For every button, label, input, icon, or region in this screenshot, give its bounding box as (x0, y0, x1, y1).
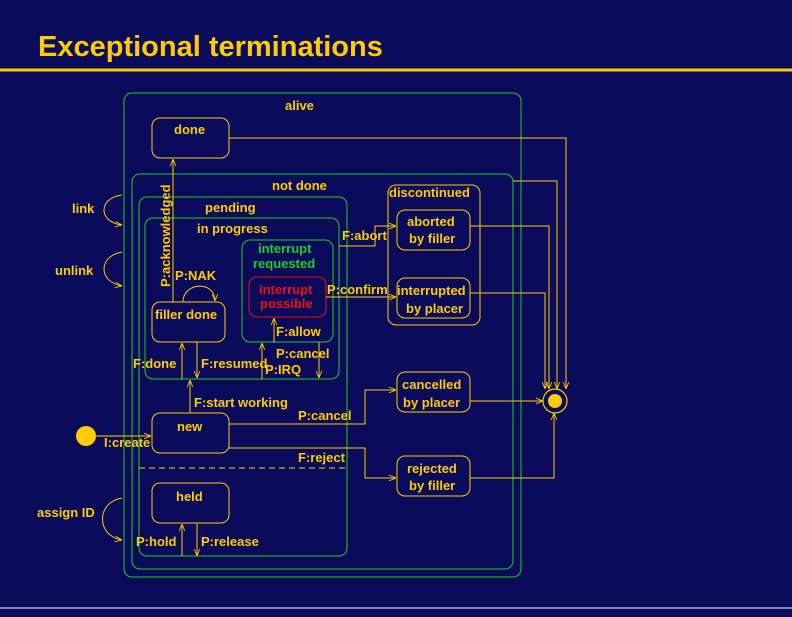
state-interrupted-label-2: by placer (406, 301, 463, 316)
region-not-done-label: not done (272, 178, 327, 193)
region-in-progress (144, 217, 340, 380)
transition-aborted-final[interactable] (470, 225, 549, 389)
state-interrupt-possible-label-2: possible (260, 296, 313, 311)
transition-f-resumed-label: F:resumed (201, 356, 268, 371)
state-filler-done[interactable] (151, 301, 226, 343)
transition-interrupted-final[interactable] (470, 292, 545, 389)
transition-f-done-label: F:done (133, 356, 176, 371)
state-held-label: held (176, 489, 203, 504)
state-cancelled-label-1: cancelled (402, 377, 461, 392)
transition-p-confirm-label: P:confirm (327, 282, 388, 297)
state-cancelled-label-2: by placer (403, 395, 460, 410)
state-aborted-label-2: by filler (409, 231, 455, 246)
region-in-progress-label: in progress (197, 221, 268, 236)
transition-f-abort-label: F:abort (342, 228, 387, 243)
transition-assign-id-label: assign ID (37, 505, 95, 520)
state-rejected-label-1: rejected (407, 461, 457, 476)
transition-f-start-working-label: F:start working (194, 395, 288, 410)
transition-p-cancel-irq-label: P:cancel (276, 346, 329, 361)
transition-link[interactable] (103, 194, 122, 225)
region-not-done (131, 173, 514, 570)
transition-rejected-final[interactable] (470, 413, 554, 479)
transition-p-cancel[interactable] (229, 390, 396, 425)
region-pending-label: pending (205, 200, 256, 215)
transition-f-abort[interactable] (339, 226, 396, 247)
state-rejected-label-2: by filler (409, 478, 455, 493)
region-interrupt-requested-label-2: requested (253, 256, 315, 271)
state-aborted-label-1: aborted (407, 214, 455, 229)
transition-p-irq-label: P:IRQ (265, 362, 301, 377)
transition-p-nak[interactable] (182, 285, 215, 303)
initial-state-dot[interactable] (76, 426, 96, 446)
state-held[interactable] (151, 482, 230, 524)
transition-unlink[interactable] (103, 251, 122, 286)
transition-p-acknowledged-label: P:acknowledged (158, 184, 173, 287)
state-interrupted-label-1: interrupted (397, 283, 466, 298)
transition-link-label: link (72, 201, 95, 216)
state-cancelled-by-placer[interactable] (396, 371, 471, 413)
transition-p-cancel-label: P:cancel (298, 408, 351, 423)
transition-assign-id[interactable] (102, 497, 123, 540)
region-interrupt-requested-label-1: interrupt (258, 241, 312, 256)
state-filler-done-label: filler done (155, 307, 217, 322)
transition-p-nak-label: P:NAK (175, 268, 217, 283)
state-rejected-by-filler[interactable] (396, 455, 471, 497)
page-title: Exceptional terminations (38, 31, 383, 63)
transition-p-release-label: P:release (201, 534, 259, 549)
state-new-label: new (177, 419, 203, 434)
transition-f-reject[interactable] (229, 447, 396, 478)
transition-notdone-final[interactable] (513, 180, 557, 389)
transition-p-hold-label: P:hold (136, 534, 176, 549)
state-done-label: done (174, 122, 205, 137)
transition-f-reject-label: F:reject (298, 450, 346, 465)
transition-i-create-label: I:create (104, 435, 150, 450)
region-interrupt-requested (241, 239, 334, 343)
transition-f-allow-label: F:allow (276, 324, 322, 339)
region-pending (138, 196, 348, 557)
region-discontinued (387, 184, 481, 326)
region-alive-label: alive (285, 98, 314, 113)
region-discontinued-label: discontinued (389, 185, 470, 200)
state-interrupt-possible-label-1: interrupt (259, 282, 313, 297)
state-interrupted-by-placer[interactable] (396, 277, 471, 319)
region-alive (123, 92, 522, 578)
state-aborted-by-filler[interactable] (396, 209, 471, 251)
transition-unlink-label: unlink (55, 263, 94, 278)
transition-done-final[interactable] (229, 137, 566, 389)
final-state-dot[interactable] (548, 394, 562, 408)
